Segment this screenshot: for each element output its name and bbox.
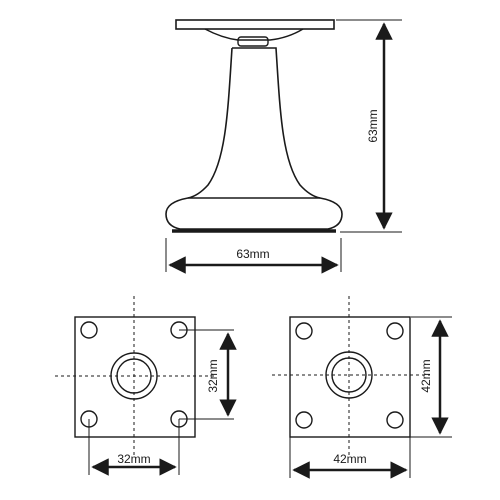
screw-hole-bottom-right	[386, 411, 404, 429]
plate-outline	[289, 316, 411, 438]
plate-connector	[204, 28, 304, 41]
mounting-plate-large: 42mm 42mm	[272, 296, 452, 479]
center-hole-outer	[325, 351, 373, 399]
screw-hole-top-left	[80, 321, 98, 339]
vertical-spacing-label: 32mm	[206, 359, 220, 392]
leg-base	[165, 197, 343, 230]
base-width-label: 63mm	[236, 247, 269, 261]
horizontal-spacing-label: 42mm	[333, 452, 366, 466]
mounting-nut	[237, 36, 269, 47]
leg-stem	[187, 47, 321, 199]
horizontal-spacing-label: 32mm	[117, 452, 150, 466]
leg-side-view: 63mm 63mm	[165, 19, 402, 274]
mounting-plate-small: 32mm 32mm	[55, 296, 237, 476]
center-hole-inner	[116, 358, 152, 394]
height-label: 63mm	[366, 109, 380, 142]
plate-outline	[74, 316, 196, 438]
top-mounting-plate	[175, 19, 335, 30]
center-hole-outer	[110, 352, 158, 400]
vertical-spacing-label: 42mm	[419, 359, 433, 392]
screw-hole-top-right	[386, 322, 404, 340]
center-hole-inner	[331, 357, 367, 393]
screw-hole-top-left	[295, 322, 313, 340]
screw-hole-bottom-left	[295, 411, 313, 429]
